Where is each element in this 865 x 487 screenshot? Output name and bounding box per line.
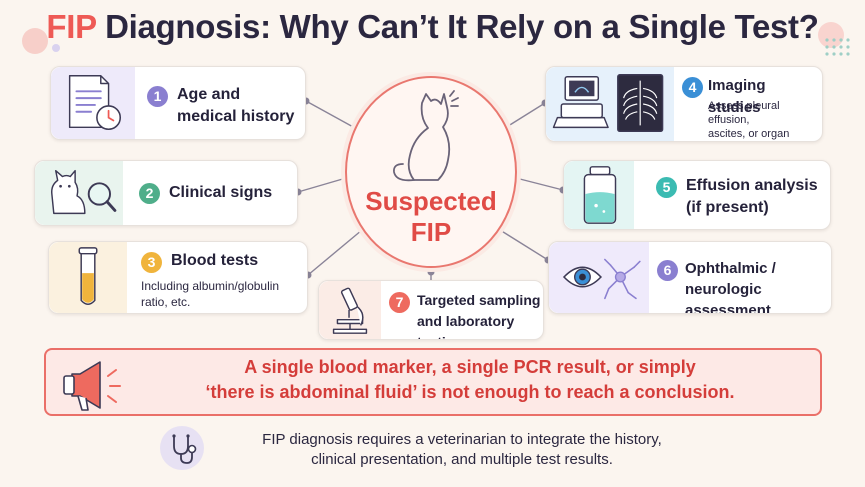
factor-title-line: neurologic assessment: [685, 281, 771, 314]
factor-subtitle-line: ratio, etc.: [141, 295, 191, 309]
factor-title-line: medical history: [177, 108, 295, 125]
step-number-2: 2: [139, 183, 160, 204]
factor-title-line: Age and: [177, 86, 241, 103]
center-label-line1: Suspected: [365, 186, 497, 216]
factor-title-line: and laboratory testing: [417, 313, 515, 339]
factor-subtitle-line: ascites, or organ: [708, 128, 790, 140]
warning-line: ‘there is abdominal fluid’ is not enough…: [205, 382, 735, 402]
factor-subtitle: Including albumin/globulin ratio, etc.: [141, 278, 279, 310]
center-label-line2: FIP: [410, 217, 452, 247]
factor-card-clinical-signs: 2 Clinical signs: [34, 160, 298, 226]
warning-text: A single blood marker, a single PCR resu…: [160, 355, 780, 405]
step-number-6: 6: [657, 260, 678, 281]
decor-dot: [52, 44, 60, 52]
factor-title-line: Targeted sampling: [417, 292, 541, 308]
factor-title-line: Ophthalmic /: [685, 260, 776, 277]
factor-card-effusion: 5 Effusion analysis (if present): [563, 160, 831, 230]
factor-subtitle-line: abnormalities: [708, 141, 822, 142]
footer-line: clinical presentation, and multiple test…: [311, 451, 613, 468]
factor-title-line: (if present): [686, 199, 769, 216]
center-label: Suspected FIP: [345, 186, 517, 248]
factor-title: Ophthalmic / neurologic assessment: [685, 258, 831, 314]
factor-title: Imaging studies: [708, 77, 766, 116]
step-number-4: 4: [682, 77, 703, 98]
factor-card-targeted-sampling: 7 Targeted sampling and laboratory testi…: [318, 280, 544, 340]
factor-title: Targeted sampling and laboratory testing: [417, 290, 543, 339]
factor-card-age-history: 1 Age and medical history: [50, 66, 306, 140]
step-number-7: 7: [389, 292, 410, 313]
ultrasound-xray-icon: [546, 67, 674, 141]
decor-dot: [818, 22, 844, 48]
factor-title-line: Effusion analysis: [686, 177, 818, 194]
footer-line: FIP diagnosis requires a veterinarian to…: [262, 431, 662, 448]
factor-title: Age and medical history: [177, 84, 294, 128]
factor-subtitle-line: Including albumin/globulin: [141, 279, 280, 293]
step-number-3: 3: [141, 252, 162, 273]
factor-card-blood-tests: 3 Blood tests Including albumin/globulin…: [48, 241, 308, 314]
warning-box: [44, 348, 822, 416]
decor-dot: [22, 28, 48, 54]
fluid-jar-icon: [564, 161, 634, 229]
factor-title: Blood tests: [171, 252, 259, 269]
warning-line: A single blood marker, a single PCR resu…: [244, 357, 696, 377]
eye-neuron-icon: [549, 242, 649, 313]
factor-card-ophthalmic-neuro: 6 Ophthalmic / neurologic assessment: [548, 241, 832, 314]
footer-text: FIP diagnosis requires a veterinarian to…: [212, 430, 712, 470]
title-rest: Diagnosis: Why Can’t It Rely on a Single…: [105, 8, 819, 45]
step-number-1: 1: [147, 86, 168, 107]
factor-subtitle: Assess pleural effusion, ascites, or org…: [708, 99, 822, 142]
step-number-5: 5: [656, 177, 677, 198]
cat-magnifier-icon: [35, 161, 123, 225]
title-accent: FIP: [46, 8, 97, 45]
factor-subtitle-line: Assess pleural effusion,: [708, 100, 780, 126]
document-clock-icon: [51, 67, 135, 139]
test-tube-icon: [49, 242, 127, 313]
factor-title: Clinical signs: [169, 184, 273, 201]
microscope-icon: [319, 281, 381, 339]
stethoscope-icon: [160, 426, 204, 470]
factor-title: Effusion analysis (if present): [686, 175, 818, 219]
page-title: FIP Diagnosis: Why Can’t It Rely on a Si…: [0, 8, 865, 46]
factor-card-imaging: 4 Imaging studies Assess pleural effusio…: [545, 66, 823, 142]
